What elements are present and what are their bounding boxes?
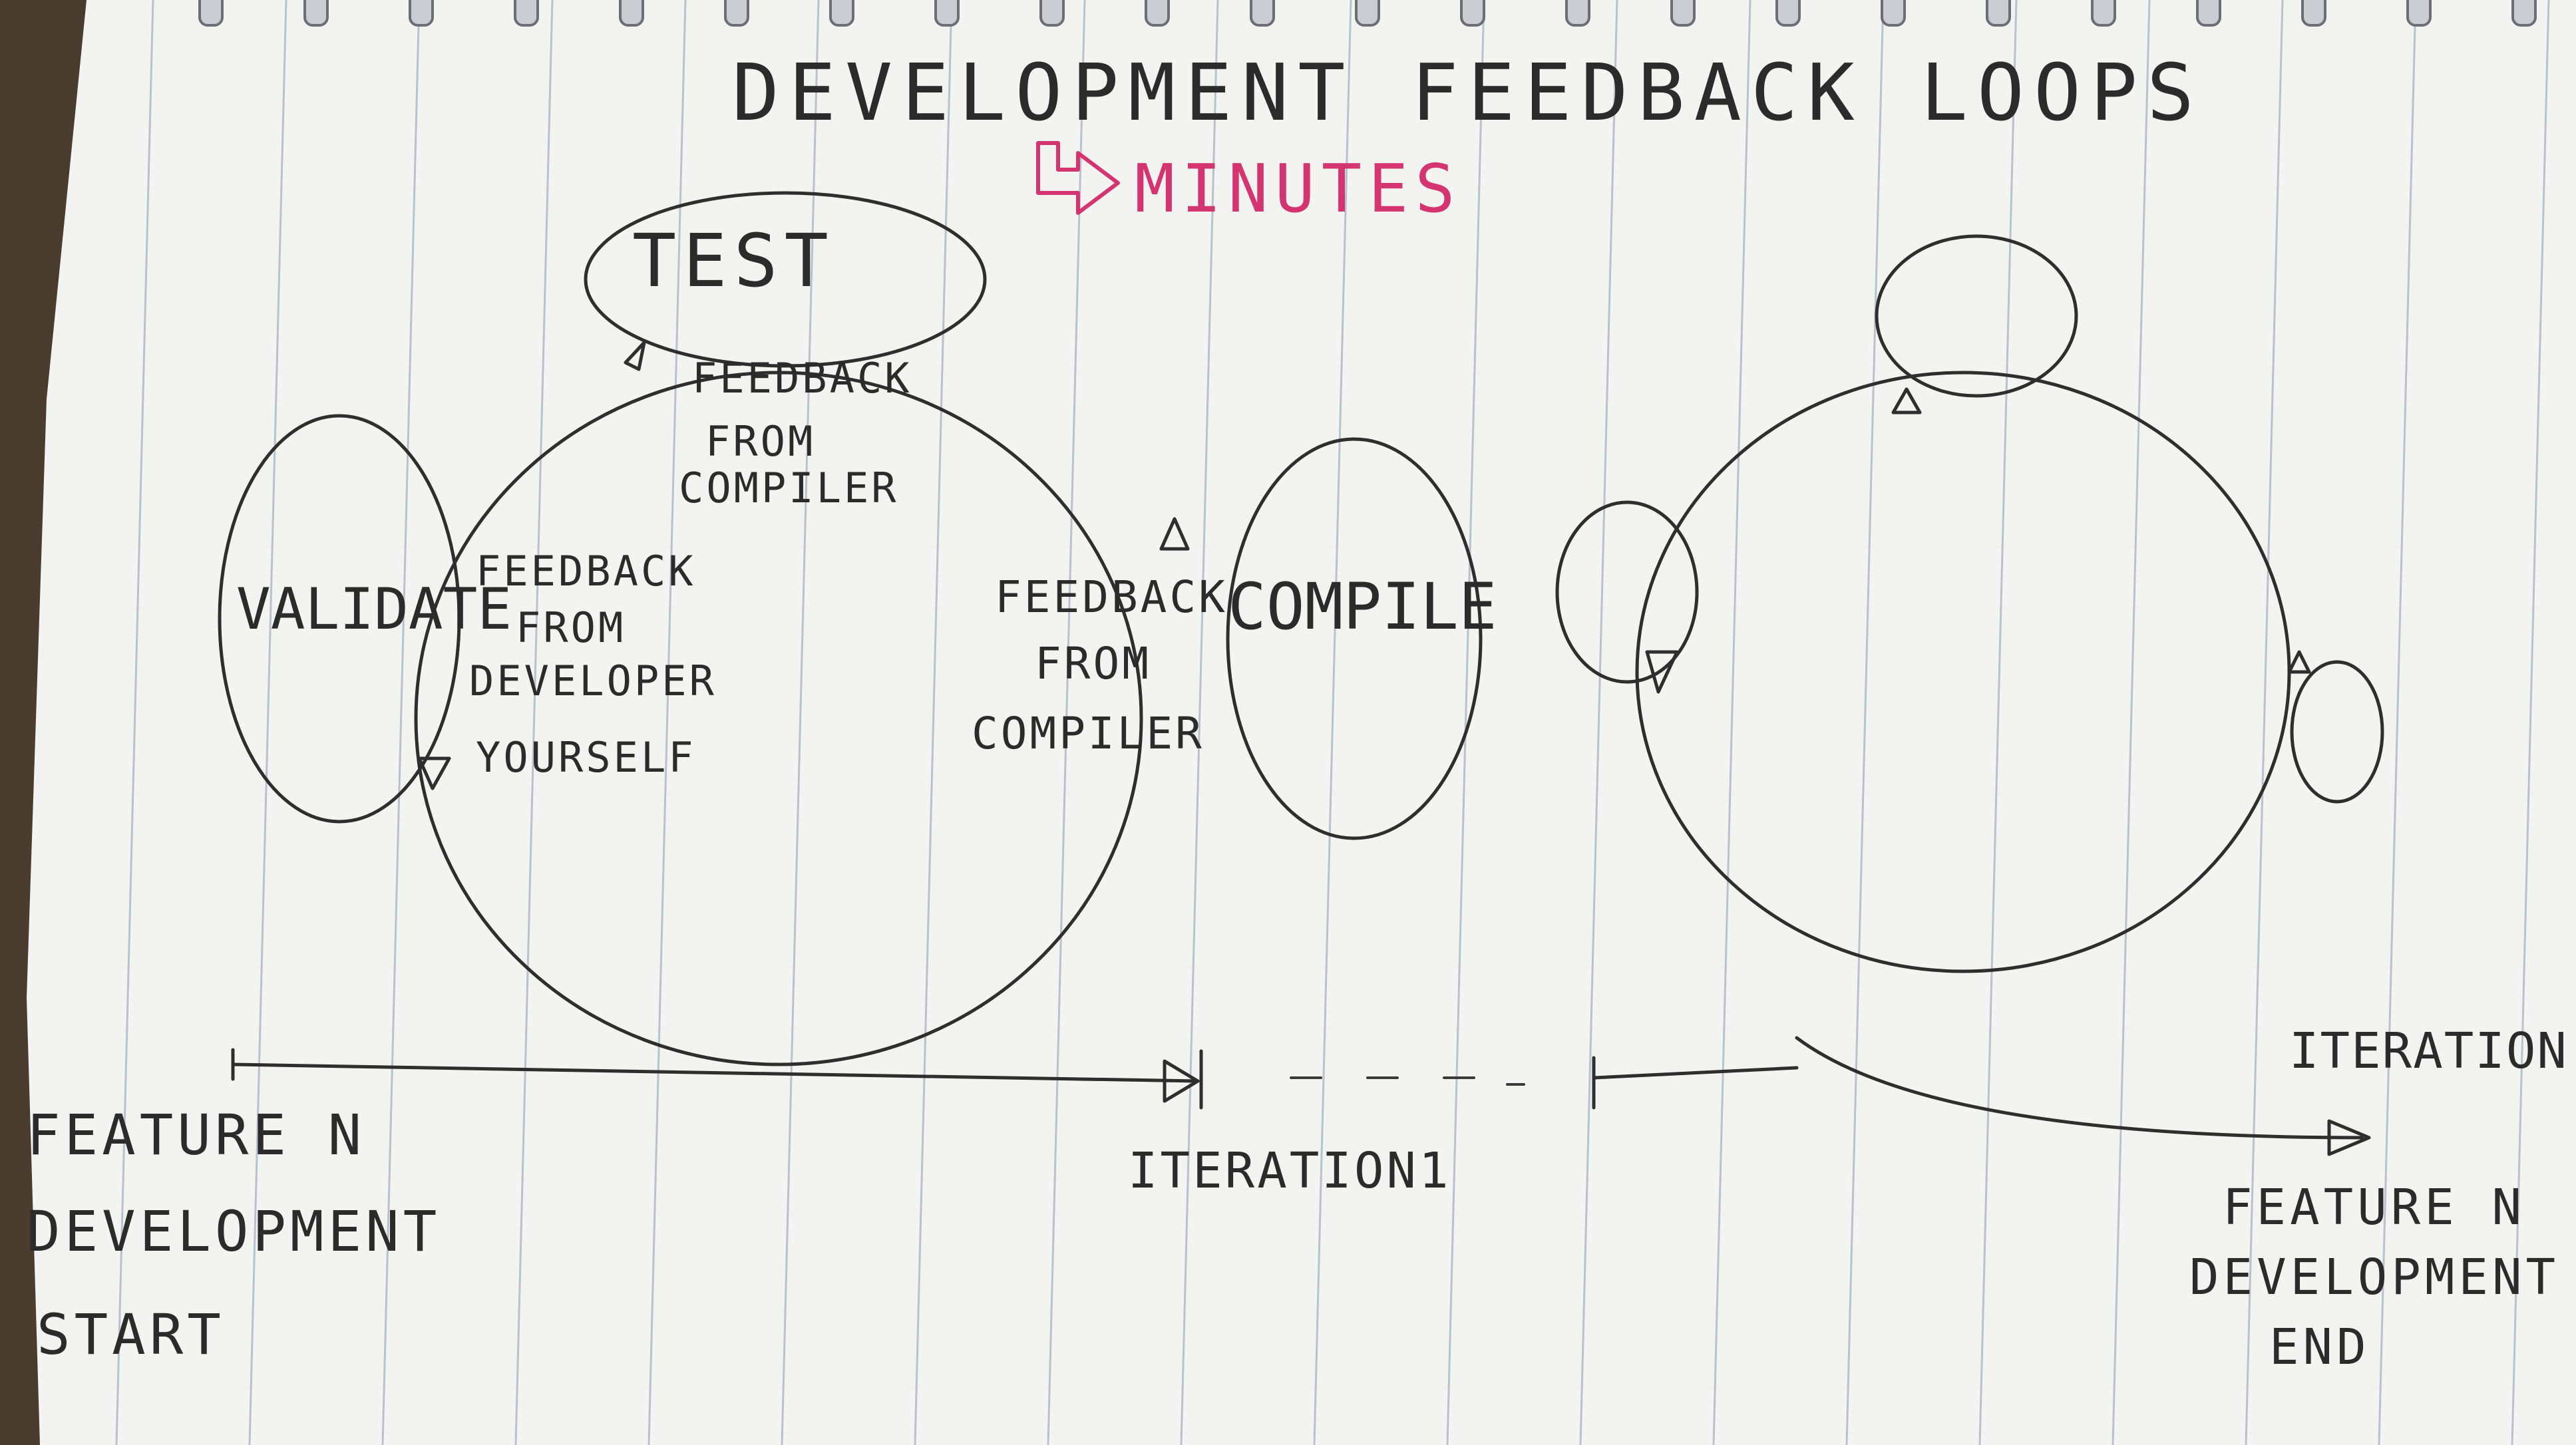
svg-text:FEATURE N: FEATURE N [27,1102,365,1168]
ruled-line [381,0,421,1445]
iteration-1-loop [414,371,1143,1066]
spiral-ring [2301,0,2326,27]
ruled-line [2511,0,2550,1445]
ruled-line [647,0,687,1445]
svg-text:FEATURE N: FEATURE N [2223,1179,2525,1236]
spiral-ring [724,0,749,27]
notebook-page [27,0,2576,1445]
svg-text:COMPILER: COMPILER [972,708,1204,759]
spiral-ring [934,0,960,27]
subtitle-minutes: MINUTES [1135,150,1461,228]
ruled-line [1712,0,1751,1445]
spiral-ring [1775,0,1801,27]
end-label: FEATURE N DEVELOPMENT END [2189,1179,2559,1376]
triangle-arrow-icon [2287,650,2311,674]
spiral-ring [1460,0,1485,27]
spiral-ring [303,0,329,27]
svg-text:FEEDBACK: FEEDBACK [476,547,696,595]
ruled-lines [115,0,2550,1445]
iteration-1-label: ITERATION1 [1128,1142,1451,1200]
loop-n-right-node [2290,660,2384,804]
test-node [584,191,987,368]
compile-node [1226,437,1483,840]
spiral-ring [829,0,854,27]
ruled-line [514,0,554,1445]
loop-n-left-node [1555,500,1699,684]
spiral-ring [2511,0,2537,27]
svg-text:DEVELOPMENT: DEVELOPMENT [27,1199,441,1264]
ruled-line [115,0,154,1445]
svg-text:FROM: FROM [705,417,815,466]
ruled-line [2112,0,2151,1445]
triangle-arrow-icon [1891,387,1922,414]
svg-text:FROM: FROM [516,603,626,652]
spiral-ring [619,0,644,27]
svg-text:DEVELOPER: DEVELOPER [469,657,717,705]
test-label: TEST [632,218,835,303]
ruled-line [2245,0,2284,1445]
feedback-from-developer: FEEDBACK FROM DEVELOPER YOURSELF [469,547,717,782]
svg-text:FEEDBACK: FEEDBACK [995,571,1228,623]
triangle-arrow-icon [1159,517,1190,551]
triangle-arrow-icon [417,756,451,790]
spiral-ring [1670,0,1696,27]
ruled-line [781,0,820,1445]
spiral-ring [1986,0,2011,27]
spiral-ring [1039,0,1065,27]
timeline [231,1036,2371,1156]
ruled-line [2378,0,2417,1445]
loop-n-top-node [1875,234,2078,398]
spiral-ring [409,0,434,27]
ruled-line [1446,0,1485,1445]
ruled-line [1313,0,1352,1445]
svg-text:FROM: FROM [1035,638,1151,689]
ruled-line [1047,0,1086,1445]
ruled-line [1845,0,1885,1445]
ruled-line [248,0,287,1445]
spiral-ring [1145,0,1170,27]
iteration-n-label: ITERATION N [2289,1023,2576,1080]
spiral-ring [198,0,224,27]
spiral-ring [2406,0,2432,27]
svg-text:FEEDBACK: FEEDBACK [692,354,912,402]
spiral-ring [2091,0,2116,27]
feedback-from-compiler-right: FEEDBACK FROM COMPILER [972,571,1228,759]
spiral-ring [514,0,539,27]
ruled-line [1579,0,1618,1445]
spiral-ring [1565,0,1590,27]
validate-label: VALIDATE [236,576,512,643]
ruled-line [914,0,953,1445]
spiral-ring [1250,0,1275,27]
start-label: FEATURE N DEVELOPMENT START [27,1102,441,1367]
triangle-arrow-icon [1645,650,1679,694]
spiral-ring [1881,0,1906,27]
svg-text:DEVELOPMENT: DEVELOPMENT [2189,1249,2559,1306]
diagram-title: DEVELOPMENT FEEDBACK LOOPS [732,47,2203,138]
svg-text:START: START [37,1302,225,1367]
ruled-line [1180,0,1219,1445]
spiral-ring [1355,0,1380,27]
triangle-arrow-icon [624,341,646,371]
svg-text:YOURSELF: YOURSELF [476,733,696,782]
spiral-binding [198,0,2537,27]
validate-node [218,414,461,824]
spiral-ring [2196,0,2221,27]
compile-label: COMPILE [1228,569,1497,644]
svg-text:END: END [2269,1319,2370,1376]
arrow-icon [1036,141,1120,215]
svg-text:COMPILER: COMPILER [679,464,899,512]
feedback-from-compiler-top: FEEDBACK FROM COMPILER [679,354,912,512]
